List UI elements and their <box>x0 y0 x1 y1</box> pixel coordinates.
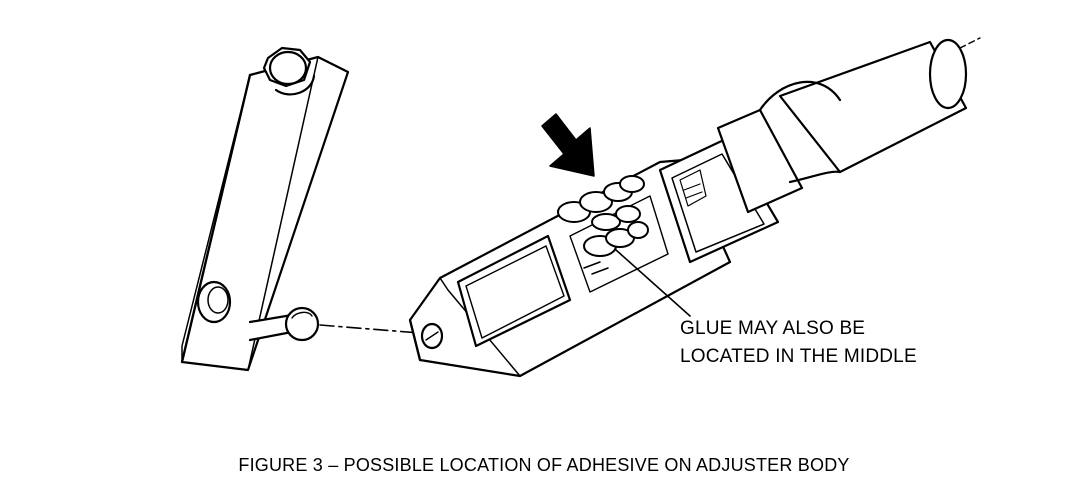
callout-text-line1: GLUE MAY ALSO BE <box>680 318 866 339</box>
ball-stud <box>248 306 320 342</box>
glue-beads-middle <box>583 221 649 275</box>
bar-stud <box>196 280 232 324</box>
callout-text-line2: LOCATED IN THE MIDDLE <box>680 346 917 367</box>
hex-bolt <box>262 46 316 96</box>
figure-caption: FIGURE 3 – POSSIBLE LOCATION OF ADHESIVE… <box>238 455 850 475</box>
callout-leader <box>615 249 691 317</box>
adjuster-body <box>408 158 732 378</box>
adjuster-sleeve <box>658 136 780 264</box>
cable-rod <box>716 37 981 214</box>
down-right-arrow-icon <box>541 113 595 177</box>
glue-beads-top <box>557 175 645 231</box>
